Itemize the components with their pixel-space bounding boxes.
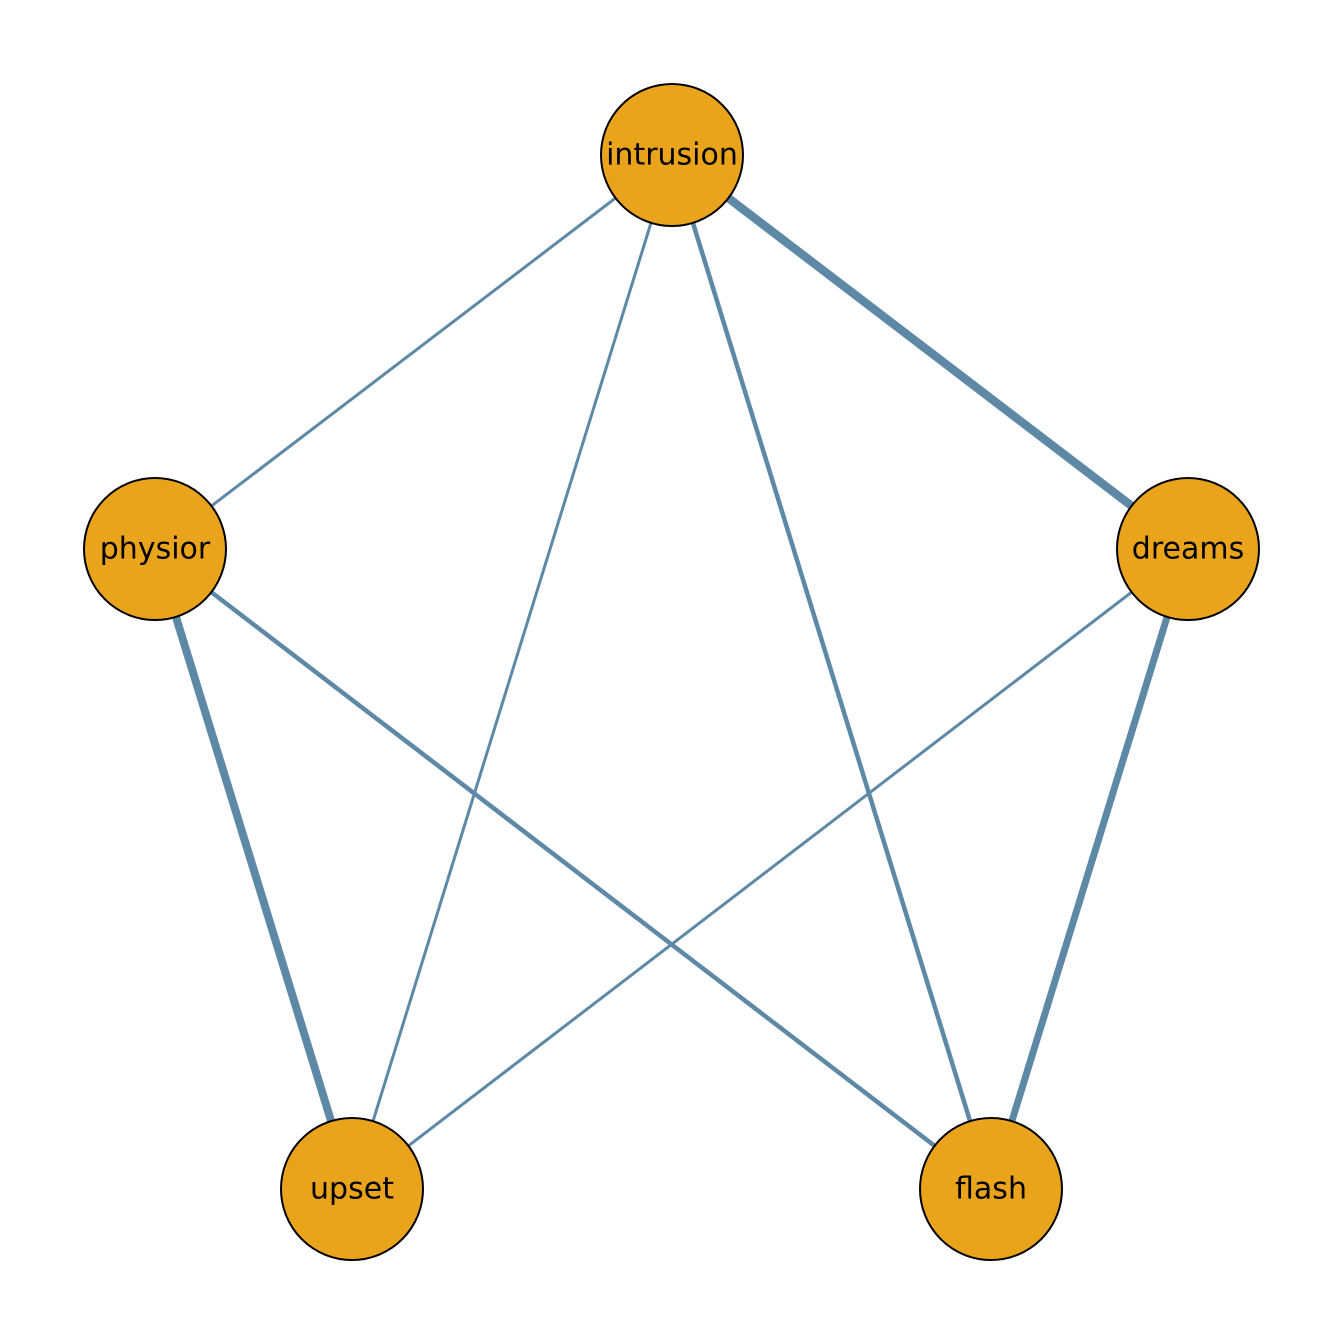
node-physior [83, 477, 227, 621]
node-dreams [1116, 477, 1260, 621]
edge-intrusion-physior [154, 153, 673, 551]
labels-layer: intrusion physior dreams upset flash [100, 138, 1244, 1207]
node-upset [280, 1117, 424, 1261]
edge-intrusion-flash [669, 154, 994, 1190]
edges-layer [151, 151, 1192, 1191]
edge-physior-flash [153, 547, 993, 1191]
edge-dreams-flash [987, 547, 1192, 1191]
node-flash [919, 1117, 1063, 1261]
edge-physior-upset [151, 547, 356, 1191]
edge-dreams-upset [351, 547, 1189, 1191]
node-label-dreams: dreams [1132, 532, 1244, 567]
node-label-physior: physior [100, 532, 211, 567]
node-label-intrusion: intrusion [606, 138, 738, 173]
node-label-upset: upset [310, 1172, 394, 1207]
node-label-flash: flash [955, 1172, 1027, 1207]
node-intrusion [600, 83, 744, 227]
edge-intrusion-upset [350, 154, 674, 1190]
nodes-layer [83, 83, 1260, 1261]
edge-intrusion-dreams [669, 151, 1191, 553]
